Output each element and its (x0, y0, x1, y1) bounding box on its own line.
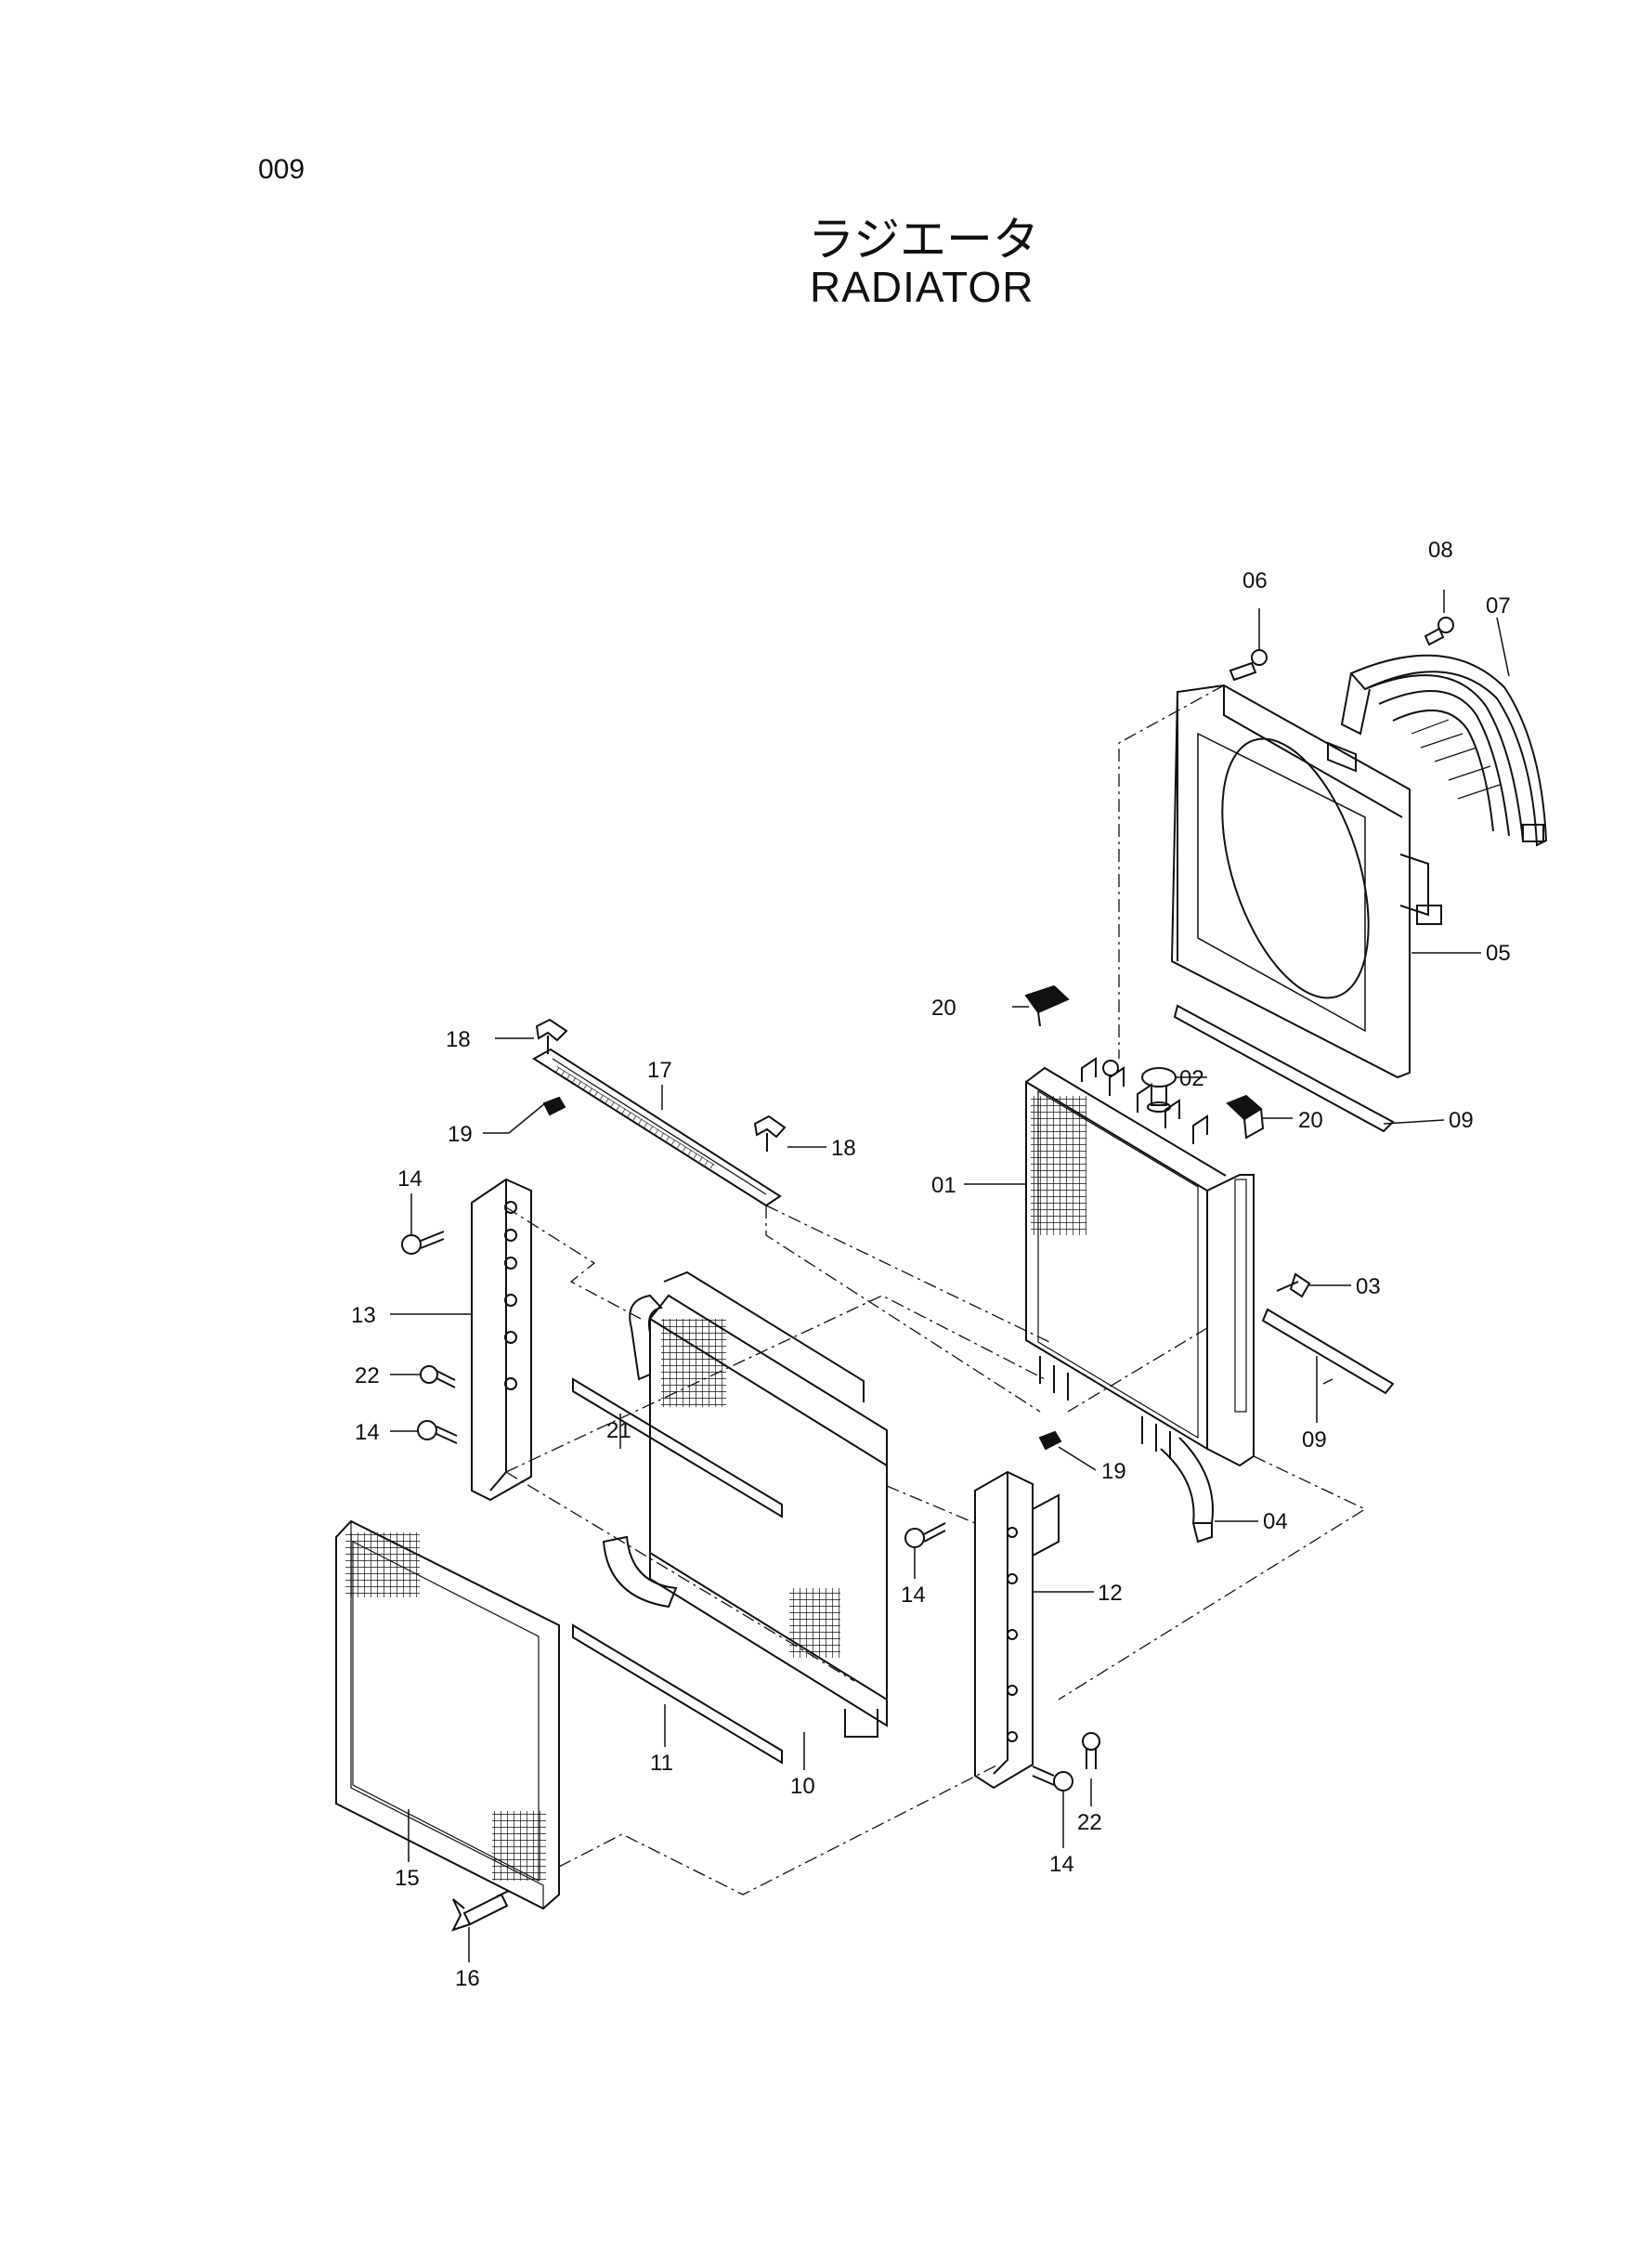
callout-14-d: 14 (1049, 1852, 1074, 1877)
part-19-clip-right (1038, 1430, 1062, 1451)
part-20-pad-right (1226, 1094, 1265, 1140)
callout-10: 10 (790, 1774, 815, 1799)
part-14-bolt-a (401, 1231, 445, 1255)
callout-05: 05 (1486, 941, 1511, 966)
part-13-left-bracket (471, 1178, 532, 1502)
callout-13: 13 (351, 1303, 376, 1328)
callout-18-left: 18 (446, 1027, 471, 1052)
part-11-seal (572, 1623, 783, 1765)
part-07-fan-guard (1340, 654, 1548, 847)
callout-22-a: 22 (355, 1363, 380, 1388)
part-09-seal-upper (1173, 1004, 1395, 1133)
part-06-bolt (1229, 649, 1268, 682)
part-09-seal-lower (1261, 1308, 1395, 1395)
callout-labels: 08 07 06 05 20 02 20 09 01 03 09 04 18 1… (351, 538, 1511, 1991)
callout-16: 16 (455, 1966, 480, 1991)
part-14-bolt-c (904, 1522, 946, 1548)
callout-14-b: 14 (355, 1420, 380, 1445)
callout-18-right: 18 (831, 1136, 856, 1161)
callout-04: 04 (1263, 1509, 1288, 1534)
part-19-clip-left (542, 1096, 566, 1116)
callout-09-lower: 09 (1302, 1427, 1327, 1453)
callout-07: 07 (1486, 593, 1511, 619)
part-16-wing-bolt (451, 1890, 510, 1932)
part-21-seal (572, 1377, 783, 1518)
callout-14-c: 14 (901, 1583, 926, 1608)
callout-22-b: 22 (1077, 1810, 1102, 1835)
callout-14-a: 14 (397, 1166, 423, 1192)
part-12-right-bracket (974, 1470, 1060, 1790)
page-number: 009 (258, 154, 306, 185)
part-10-radiator (602, 1270, 888, 1738)
callout-08: 08 (1428, 538, 1453, 563)
part-20-pad-left (1024, 984, 1070, 1027)
callout-09-upper: 09 (1449, 1108, 1474, 1133)
part-18-wing-bolt-left (535, 1018, 568, 1054)
leader-lines (390, 590, 1510, 1962)
part-03-wing-bolt (1276, 1272, 1311, 1298)
part-17-top-bar (532, 1048, 782, 1207)
callout-12: 12 (1098, 1581, 1123, 1606)
part-05-fan-shroud (1170, 684, 1442, 1079)
part-08-bolt (1424, 617, 1454, 646)
assembly-lines (505, 684, 1367, 1896)
callout-01: 01 (931, 1173, 956, 1198)
part-14-bolt-d (1032, 1765, 1073, 1791)
callout-02: 02 (1179, 1066, 1204, 1091)
callout-21: 21 (606, 1418, 631, 1443)
callout-17: 17 (647, 1058, 672, 1083)
part-04-hose (1160, 1437, 1214, 1544)
part-18-wing-bolt-right (753, 1114, 787, 1152)
callout-11: 11 (650, 1751, 673, 1776)
part-22-bolt-b (1082, 1732, 1100, 1769)
callout-19-left: 19 (448, 1122, 473, 1147)
callout-03: 03 (1356, 1274, 1381, 1299)
callout-06: 06 (1242, 568, 1268, 593)
callout-20-right: 20 (1298, 1108, 1323, 1133)
title-japanese: ラジエータ (808, 213, 1039, 267)
callout-19-right: 19 (1101, 1459, 1126, 1484)
part-15-mesh-screen (335, 1519, 560, 1910)
callout-20-left: 20 (931, 996, 956, 1021)
part-01-radiator-core (1025, 1057, 1255, 1467)
part-02-radiator-cap (1141, 1067, 1177, 1113)
part-14-bolt-b (417, 1420, 458, 1444)
part-22-bolt-a (420, 1365, 456, 1388)
callout-15: 15 (395, 1866, 420, 1891)
title-english: RADIATOR (810, 263, 1034, 311)
